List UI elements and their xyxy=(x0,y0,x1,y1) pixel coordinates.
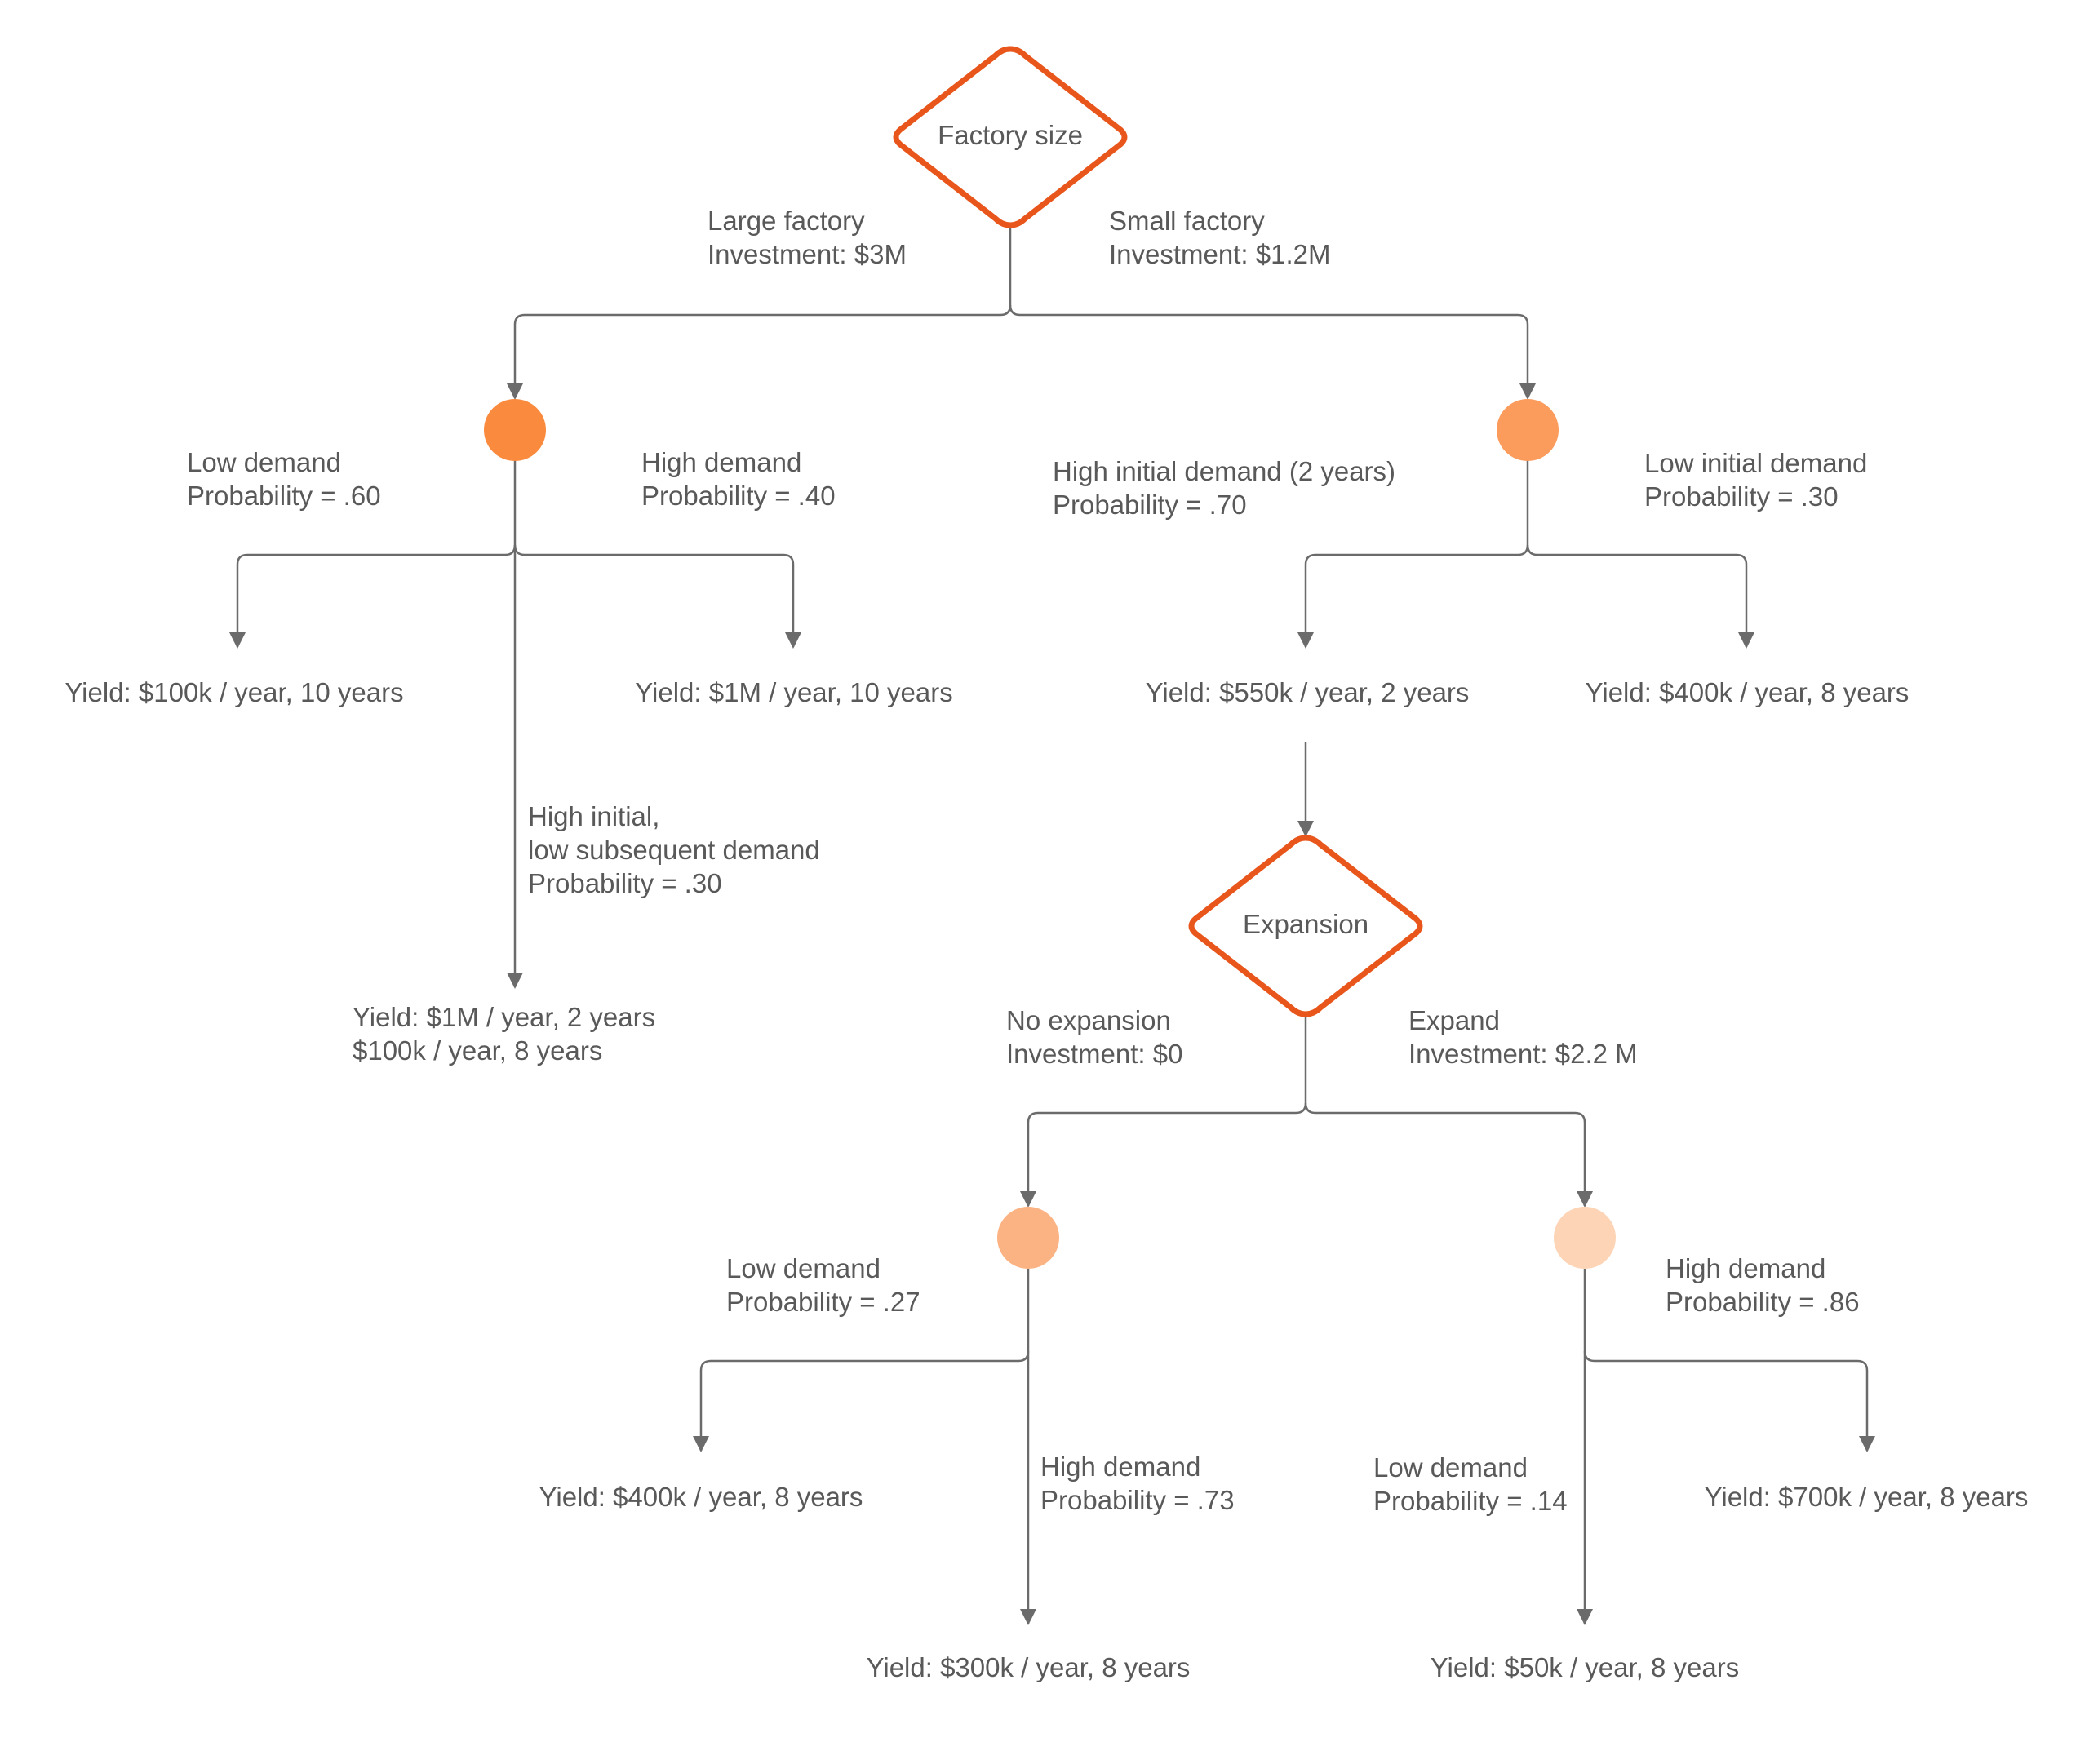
outcome-large-mixed-demand: Yield: $1M / year, 2 years$100k / year, … xyxy=(353,1002,656,1066)
chance-node-no-expansion xyxy=(997,1207,1059,1269)
chance-node-small-factory xyxy=(1497,399,1559,461)
connector-small-factory xyxy=(1009,304,1536,400)
outcome-small-high-initial: Yield: $550k / year, 2 years xyxy=(1145,677,1470,707)
outcome-exp-high-demand: Yield: $700k / year, 8 years xyxy=(1704,1482,2029,1512)
outcome-exp-low-demand: Yield: $50k / year, 8 years xyxy=(1430,1652,1740,1682)
outcome-large-low-demand: Yield: $100k / year, 10 years xyxy=(64,677,404,707)
connector-expand xyxy=(1304,1102,1593,1208)
connector-large-high-demand xyxy=(513,544,801,649)
decision-node-factory-size xyxy=(893,46,1128,228)
chance-node-large-factory xyxy=(484,399,546,461)
outcome-noexp-low-demand: Yield: $400k / year, 8 years xyxy=(539,1482,863,1512)
decision-label-factory-size: Factory size xyxy=(938,120,1083,150)
connectors xyxy=(229,227,1875,1625)
decision-label-expansion: Expansion xyxy=(1242,909,1369,939)
connector-small-low-initial xyxy=(1526,544,1754,649)
branch-label-small-high-initial: High initial demand (2 years)Probability… xyxy=(1053,456,1396,520)
outcome-large-high-demand: Yield: $1M / year, 10 years xyxy=(635,677,953,707)
decision-node-expansion xyxy=(1188,835,1423,1017)
outcome-small-low-initial: Yield: $400k / year, 8 years xyxy=(1585,677,1910,707)
outcome-noexp-high-demand: Yield: $300k / year, 8 years xyxy=(866,1652,1191,1682)
chance-node-expand xyxy=(1554,1207,1616,1269)
